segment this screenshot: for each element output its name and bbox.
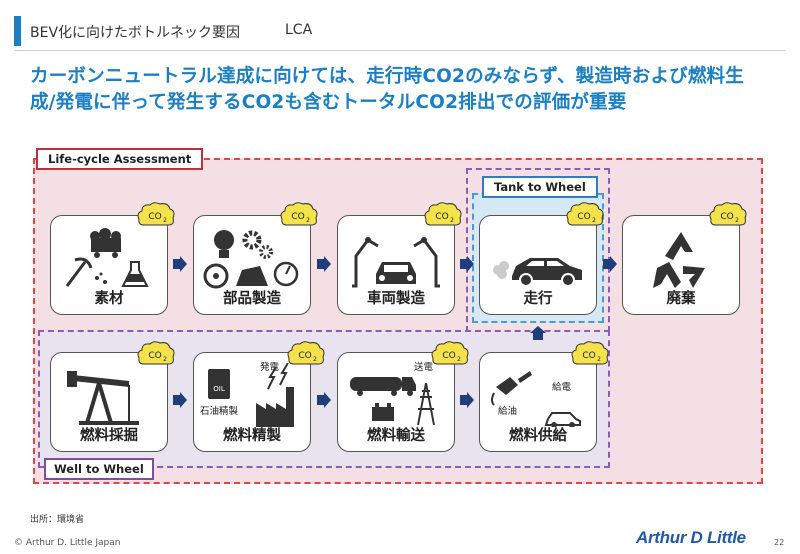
well-to-wheel-frame-extension: [466, 168, 610, 332]
co2-cloud-icon: CO 2: [137, 341, 175, 365]
stage-label: 燃料採掘: [80, 428, 138, 444]
assembly-icon: [352, 237, 440, 288]
svg-text:CO: CO: [148, 212, 161, 222]
parts-icon: [203, 230, 299, 289]
svg-text:2: 2: [313, 356, 317, 363]
sub-label-charging: 給電: [552, 382, 572, 393]
flow-arrow-right-icon: [173, 256, 187, 272]
sub-label-power-generation: 発電: [260, 362, 280, 373]
stage-label: 廃棄: [666, 291, 696, 307]
flow-arrow-right-icon: [317, 392, 331, 408]
transport-icon: [350, 377, 435, 426]
oil-drum-text: OIL: [213, 385, 225, 393]
stage-label: 車両製造: [367, 291, 425, 307]
stage-fuel-extraction: 燃料採掘: [50, 352, 168, 452]
recycle-icon: [653, 232, 705, 288]
svg-text:CO: CO: [298, 351, 311, 361]
refinery-icon: OIL: [208, 363, 294, 427]
company-logo: Arthur D Little: [636, 528, 746, 547]
source-note: 出所：環境省: [30, 515, 85, 525]
sub-label-power-transmission: 送電: [414, 362, 434, 373]
stage-fuel-transport: 送電 燃料輸送: [337, 352, 455, 452]
stage-driving: 走行: [479, 215, 597, 315]
svg-text:2: 2: [163, 217, 167, 224]
flow-arrow-right-icon: [603, 256, 617, 272]
svg-text:CO: CO: [582, 351, 595, 361]
header-accent-bar: [14, 16, 21, 46]
pumpjack-icon: [67, 371, 139, 425]
svg-text:2: 2: [457, 356, 461, 363]
flow-arrow-right-icon: [460, 256, 474, 272]
stage-materials: 素材: [50, 215, 168, 315]
co2-cloud-icon: CO 2: [424, 202, 462, 226]
co2-cloud-icon: CO 2: [709, 202, 747, 226]
svg-text:2: 2: [592, 217, 596, 224]
stage-fuel-supply: 給電 給油 燃料供給: [479, 352, 597, 452]
stage-fuel-refining: OIL 発電 石油精製 燃料精製: [193, 352, 311, 452]
svg-text:CO: CO: [577, 212, 590, 222]
co2-cloud-icon: CO 2: [431, 341, 469, 365]
svg-text:CO: CO: [435, 212, 448, 222]
co2-cloud-icon: CO 2: [571, 341, 609, 365]
materials-icon: [65, 228, 149, 287]
lca-label: Life-cycle Assessment: [36, 148, 204, 170]
stage-disposal: 廃棄: [622, 215, 740, 315]
stage-label: 燃料精製: [223, 428, 281, 444]
stage-label: 燃料供給: [509, 428, 567, 444]
stage-label: 素材: [94, 291, 124, 307]
flow-arrow-right-icon: [317, 256, 331, 272]
stage-label: 走行: [523, 291, 553, 307]
car-icon: [493, 258, 582, 287]
tank-to-wheel-label: Tank to Wheel: [482, 176, 598, 198]
supply-icon: [491, 371, 581, 427]
headline-line-2: 成/発電に伴って発生するCO2も含むトータルCO2排出での評価が重要: [30, 92, 627, 113]
svg-text:2: 2: [450, 217, 454, 224]
copyright: © Arthur D. Little Japan: [14, 538, 121, 548]
page-subtitle: LCA: [285, 22, 313, 38]
flow-arrow-right-icon: [460, 392, 474, 408]
svg-text:2: 2: [597, 356, 601, 363]
stage-label: 燃料輸送: [367, 428, 425, 444]
svg-text:CO: CO: [720, 212, 733, 222]
headline-line-1: カーボンニュートラル達成に向けては、走行時CO2のみならず、製造時および燃料生: [30, 66, 744, 87]
flow-arrow-up-icon: [530, 326, 546, 340]
svg-text:2: 2: [163, 356, 167, 363]
co2-cloud-icon: CO 2: [566, 202, 604, 226]
flow-arrow-right-icon: [173, 392, 187, 408]
headline: カーボンニュートラル達成に向けては、走行時CO2のみならず、製造時および燃料生 …: [30, 64, 770, 116]
stage-label: 部品製造: [223, 291, 281, 307]
svg-text:2: 2: [306, 217, 310, 224]
co2-cloud-icon: CO 2: [137, 202, 175, 226]
header-divider: [14, 50, 786, 51]
svg-text:CO: CO: [291, 212, 304, 222]
svg-text:2: 2: [735, 217, 739, 224]
co2-cloud-icon: CO 2: [280, 202, 318, 226]
page-number: 22: [774, 538, 785, 547]
co2-cloud-icon: CO 2: [287, 341, 325, 365]
stage-parts-manufacturing: 部品製造: [193, 215, 311, 315]
stage-vehicle-manufacturing: 車両製造: [337, 215, 455, 315]
svg-text:CO: CO: [442, 351, 455, 361]
sub-label-refueling: 給油: [498, 406, 518, 417]
svg-text:CO: CO: [148, 351, 161, 361]
page-title: BEV化に向けたボトルネック要因: [30, 25, 241, 41]
sub-label-oil-refining: 石油精製: [200, 406, 239, 417]
well-to-wheel-label: Well to Wheel: [44, 458, 154, 480]
